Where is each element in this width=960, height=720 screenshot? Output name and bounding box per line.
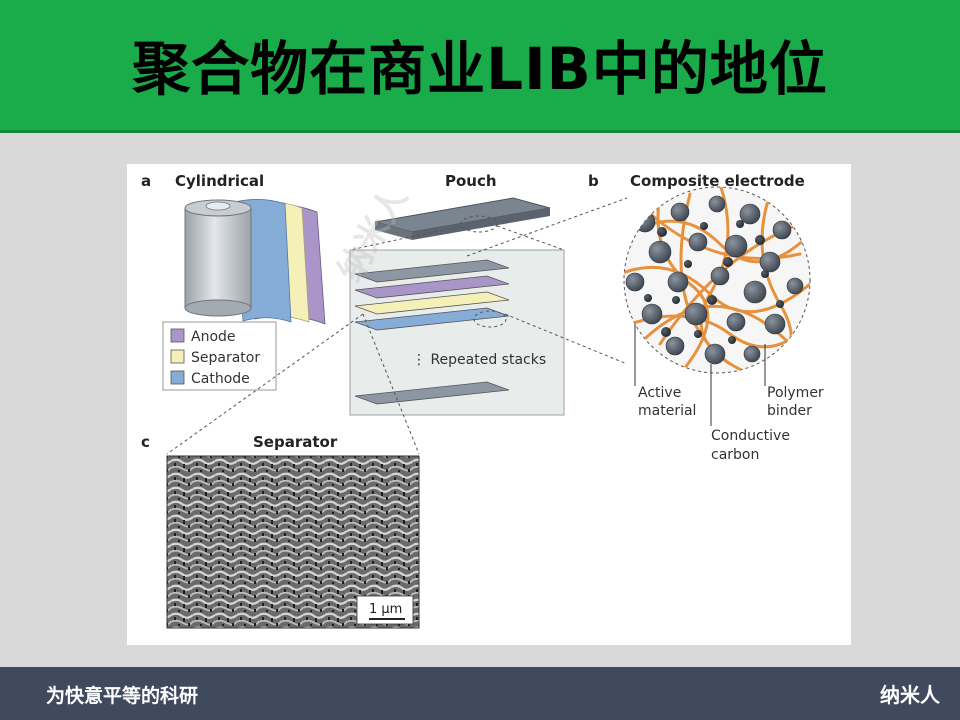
cylindrical-cell	[184, 199, 326, 325]
conductive-carbon-label-line2: carbon	[711, 447, 759, 463]
panel-b-letter: b	[588, 172, 599, 190]
footer-bar: 为快意平等的科研 纳米人	[0, 667, 960, 720]
footer-logo: 纳米人	[880, 683, 940, 707]
active-material-label-line1: Active	[638, 385, 681, 401]
separator-sem-image: 1 μm	[166, 455, 420, 629]
active-material-label-line2: material	[638, 403, 696, 419]
polymer-binder-label-line1: Polymer	[767, 385, 824, 401]
composite-electrode	[623, 186, 811, 426]
legend-item-anode: Anode	[170, 328, 236, 345]
panel-a-letter: a	[141, 172, 151, 190]
polymer-binder-label-line2: binder	[767, 403, 812, 419]
legend-swatch-anode	[170, 328, 185, 343]
panel-c-title: Separator	[253, 433, 338, 451]
legend-label-cathode: Cathode	[191, 371, 250, 387]
conductive-carbon-label-line1: Conductive	[711, 428, 790, 444]
scale-bar-label: 1 μm	[369, 602, 402, 617]
legend-label-anode: Anode	[191, 329, 236, 345]
slide-title: 聚合物在商业LIB中的地位	[132, 35, 828, 103]
stack-box: ⋮ Repeated stacks	[349, 249, 565, 416]
title-bar: 聚合物在商业LIB中的地位	[0, 0, 960, 133]
repeated-stacks-label: ⋮ Repeated stacks	[412, 352, 546, 368]
battery-figure: a Cylindrical Pouch b Composite electrod…	[127, 164, 851, 645]
panel-a-title: Cylindrical	[175, 172, 264, 190]
pouch-title: Pouch	[445, 172, 497, 190]
legend-item-separator: Separator	[170, 349, 260, 366]
footer-slogan: 为快意平等的科研	[46, 685, 199, 707]
panel-c-letter: c	[141, 433, 150, 451]
legend-swatch-separator	[170, 349, 185, 364]
legend-item-cathode: Cathode	[170, 370, 250, 387]
legend-swatch-cathode	[170, 370, 185, 385]
panel-b-title: Composite electrode	[630, 172, 805, 190]
legend: Anode Separator Cathode	[162, 321, 277, 391]
legend-label-separator: Separator	[191, 350, 260, 366]
figure-canvas: a Cylindrical Pouch b Composite electrod…	[141, 172, 824, 629]
pouch-cell	[374, 197, 551, 240]
